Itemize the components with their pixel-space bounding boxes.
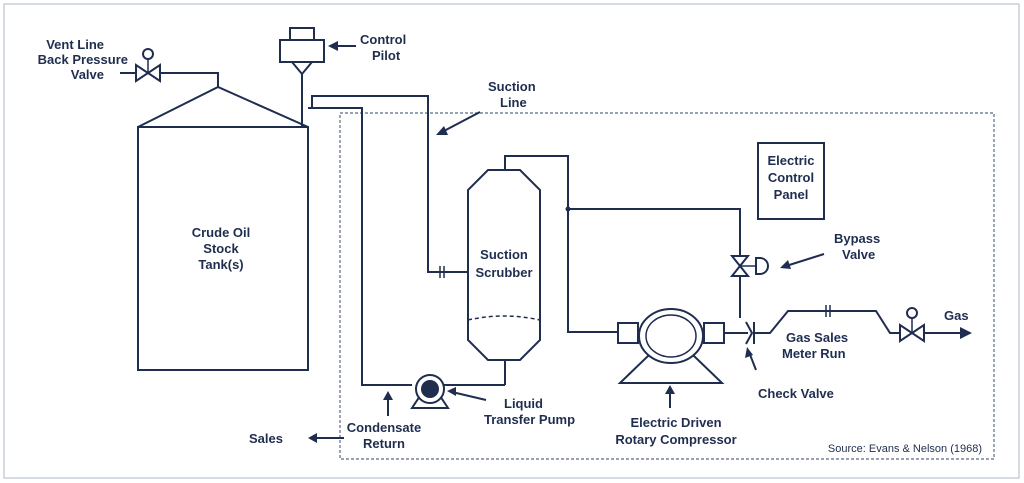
label-liquid: Liquid <box>504 396 543 411</box>
label-electric-driven: Electric Driven <box>630 415 721 430</box>
label-scrubber: Scrubber <box>475 265 532 280</box>
label-electric: Electric <box>768 153 815 168</box>
liquid-transfer-pump <box>410 360 506 409</box>
label-tanks: Tank(s) <box>198 257 243 272</box>
label-sales: Sales <box>249 431 283 446</box>
bypass-line <box>565 206 741 318</box>
electric-control-panel <box>757 142 825 220</box>
label-control-panel: Control <box>768 170 814 185</box>
label-return: Return <box>363 436 405 451</box>
scrubber-outlet-pipe <box>504 155 622 333</box>
control-pilot <box>279 27 325 127</box>
gas-sales-meter-run <box>754 305 972 343</box>
suction-scrubber <box>467 169 541 361</box>
back-pressure-valve <box>135 48 161 83</box>
source-citation: Source: Evans & Nelson (1968) <box>828 443 982 455</box>
suction-line-pipe <box>308 95 468 278</box>
label-rotary-compressor: Rotary Compressor <box>615 432 736 447</box>
vent-line <box>120 72 219 87</box>
label-control: Control <box>360 32 406 47</box>
label-transfer-pump: Transfer Pump <box>484 412 575 427</box>
label-bypass: Bypass <box>834 231 880 246</box>
label-gas-sales: Gas Sales <box>786 330 848 345</box>
label-check-valve: Check Valve <box>758 386 834 401</box>
label-vent-line: Vent Line <box>46 37 104 52</box>
label-panel: Panel <box>774 187 809 202</box>
skid-boundary <box>339 112 995 460</box>
label-crude-oil: Crude Oil <box>192 225 251 240</box>
label-stock: Stock <box>203 241 239 256</box>
label-bypass-valve: Valve <box>842 247 875 262</box>
label-back-pressure: Back Pressure <box>38 52 128 67</box>
label-arrows <box>308 41 825 443</box>
bypass-valve <box>729 255 769 277</box>
label-line: Line <box>500 95 527 110</box>
label-suction-scrubber: Suction <box>480 247 528 262</box>
label-gas: Gas <box>944 308 969 323</box>
label-meter-run: Meter Run <box>782 346 846 361</box>
label-condensate: Condensate <box>347 420 421 435</box>
label-suction: Suction <box>488 79 536 94</box>
label-pilot: Pilot <box>372 48 401 63</box>
rotary-compressor <box>617 308 748 384</box>
condensate-return-line <box>308 107 412 386</box>
crude-oil-stock-tank <box>137 85 309 371</box>
label-valve: Valve <box>71 67 104 82</box>
outer-border <box>3 3 1020 479</box>
